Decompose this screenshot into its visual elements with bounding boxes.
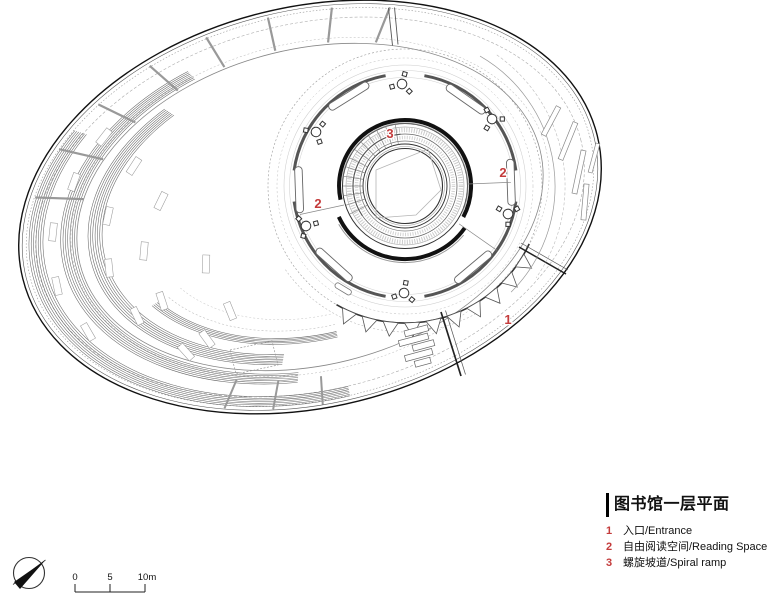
- legend-item-label: 自由阅读空间/Reading Space: [623, 541, 768, 554]
- legend-item-label: 螺旋坡道/Spiral ramp: [623, 557, 727, 570]
- legend-item-number: 3: [606, 557, 613, 570]
- north-arrow-icon: [12, 556, 46, 590]
- bookshelf-arcs-inner: [87, 49, 425, 365]
- reading-table-symbol: [390, 278, 419, 304]
- legend: 图书馆一层平面 1 入口/Entrance 2 自由阅读空间/Reading S…: [606, 493, 768, 572]
- storage-room-dashed: [229, 340, 279, 375]
- legend-items: 1 入口/Entrance 2 自由阅读空间/Reading Space 3 螺…: [606, 523, 768, 572]
- legend-item-number: 1: [606, 525, 613, 537]
- marker-2-left: 2: [314, 196, 321, 211]
- legend-item-number: 2: [606, 541, 613, 554]
- legend-item-entrance: 1 入口/Entrance: [606, 523, 766, 539]
- legend-title: 图书馆一层平面: [606, 493, 766, 517]
- scallop-seats: [342, 253, 533, 338]
- scale-label-0: 0: [72, 572, 77, 583]
- scale-bar: 0 5 10m: [72, 572, 157, 593]
- partition-walls-bottom: [223, 376, 324, 410]
- building-shell: [18, 0, 602, 415]
- reading-ring: [267, 48, 543, 338]
- spiral-ramp-core: [299, 118, 511, 264]
- skylight-facets: [375, 148, 442, 219]
- partition-walls: [35, 6, 391, 201]
- marker-3: 3: [386, 126, 393, 141]
- legend-item-label: 入口/Entrance: [623, 525, 693, 537]
- legend-item-reading-space: 2 自由阅读空间/Reading Space: [606, 539, 768, 555]
- top-wall: [388, 7, 399, 46]
- legend-item-spiral-ramp: 3 螺旋坡道/Spiral ramp: [606, 555, 766, 571]
- marker-1: 1: [504, 312, 511, 327]
- shelf-notches: [48, 127, 237, 362]
- spiral-wall-upper: [337, 118, 474, 218]
- walkway-arc: [285, 269, 479, 333]
- corridor-shelves: [540, 105, 601, 221]
- spiral-wall-lower: [336, 216, 467, 262]
- right-corridor: [479, 54, 601, 293]
- entrance-steps: [397, 324, 436, 368]
- ring-benches: [294, 80, 516, 296]
- scale-label-5: 5: [107, 572, 112, 583]
- reading-table-symbol: [388, 68, 418, 96]
- scale-label-10m: 10m: [138, 572, 157, 583]
- marker-2-right: 2: [499, 165, 506, 180]
- entrance-area: [397, 242, 569, 377]
